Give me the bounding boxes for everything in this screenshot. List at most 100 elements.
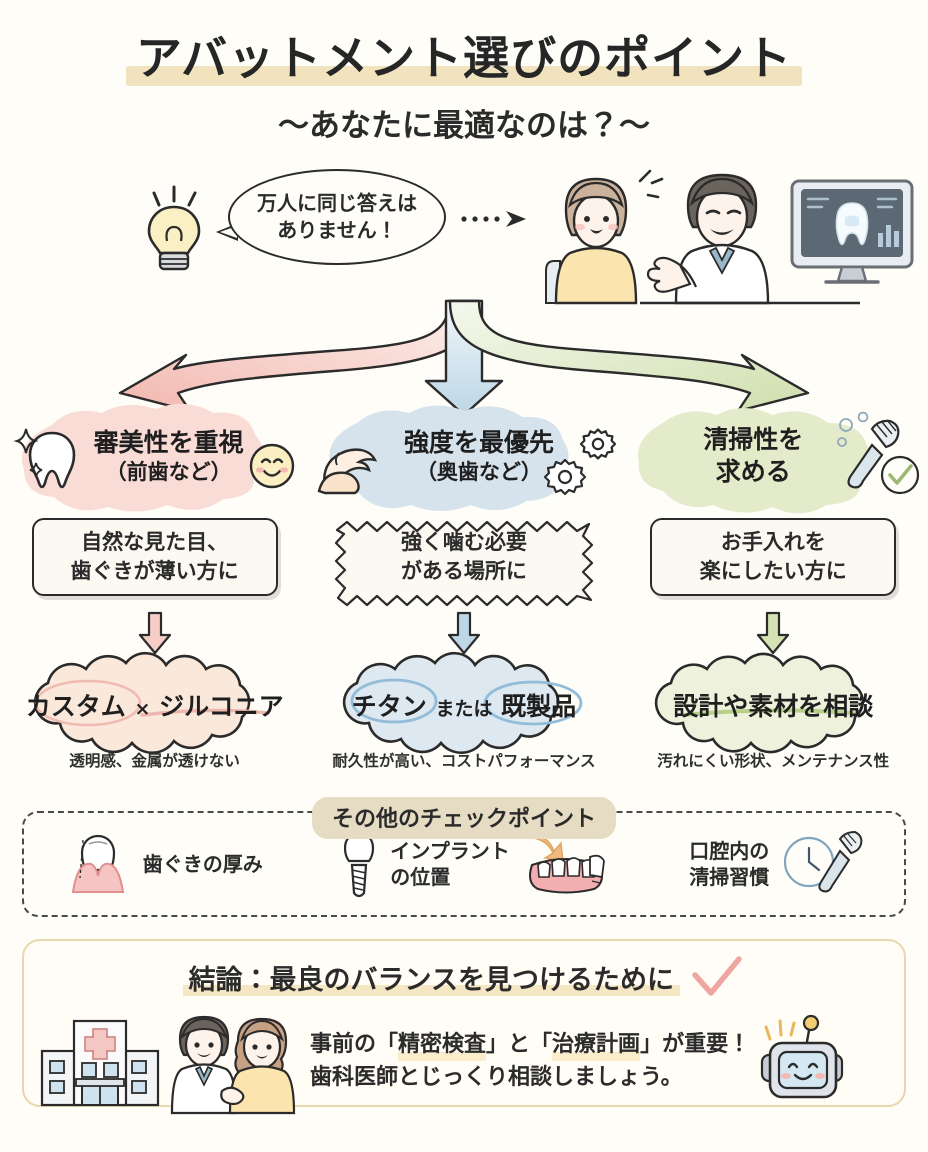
flexed-bicep-icon (315, 435, 381, 497)
cloud-shape (33, 651, 270, 754)
check-item-label: 歯ぐきの厚み (143, 851, 263, 877)
conclusion-title-row: 結論：最良のバランスを見つけるために (24, 955, 904, 1001)
check-item-implant-position[interactable]: インプラント の位置 (336, 827, 615, 901)
robot-mascot-icon (754, 1011, 850, 1111)
gum-thickness-icon (61, 828, 135, 900)
label-line-1: インプラント (390, 839, 510, 863)
speech-bubble: 万人に同じ答えは ありません！ (228, 169, 446, 265)
check-circle-icon (878, 453, 922, 497)
result-text-esthetic: カスタム × ジルコニア (0, 687, 309, 723)
category-title-strength: 強度を最優先 （奥歯など） (374, 427, 554, 486)
result-main: チタン (351, 692, 427, 721)
conclusion-line-1: 事前の「精密検査」と「治療計画」が重要！ (310, 1028, 750, 1061)
text-part-b: 」と「 (486, 1032, 553, 1057)
result-text-strength: チタン または 既製品 (309, 687, 618, 723)
category-title-cleanability: 清掃性を 求める (703, 424, 843, 488)
category-title-line-1: 清掃性を (703, 425, 804, 454)
category-title-line-2: （奥歯など） (415, 459, 542, 484)
check-item-gum-thickness[interactable]: 歯ぐきの厚み (61, 828, 263, 900)
desc-wrap-esthetic: 自然な見た目、 歯ぐきが薄い方に (0, 505, 309, 609)
tooth-icon (26, 427, 78, 489)
check-points-title: その他のチェックポイント (311, 797, 617, 839)
desc-box-cleanability: お手入れを 楽にしたい方に (650, 518, 897, 596)
desc-box-strength: 強く噛む必要 がある場所に (333, 518, 595, 607)
category-title-line-1: 強度を最優先 (403, 427, 554, 457)
smiley-face-icon (247, 441, 297, 491)
implant-position-icon (336, 827, 382, 901)
desc-line-2: 歯ぐきが薄い方に (70, 559, 239, 583)
pink-check-icon (689, 955, 745, 1001)
result-text-cleanability: 設計や素材を相談 (619, 687, 928, 723)
blob-background (637, 408, 872, 514)
conclusion-text: 事前の「精密検査」と「治療計画」が重要！ 歯科医師とじっくり相談しましょう。 (310, 1028, 750, 1094)
other-check-points-section: 歯ぐきの厚み インプラント の位置 (22, 797, 906, 917)
result-second: 既製品 (501, 692, 577, 721)
category-title-line-2: 求める (715, 457, 791, 486)
category-title-esthetic: 審美性を重視 （前歯など） (66, 427, 244, 486)
check-item-label: インプラント の位置 (390, 838, 509, 890)
blob-background (329, 405, 569, 511)
header: アバットメント選びのポイント 〜あなたに最適なのは？〜 (0, 0, 928, 145)
blob-background (21, 403, 263, 512)
down-arrow-cleanability (619, 609, 928, 657)
desc-line-1: 自然な見た目、 (81, 530, 229, 555)
cloud-shape (654, 652, 864, 754)
result-separator: または (435, 698, 493, 720)
conclusion-body: 事前の「精密検査」と「治療計画」が重要！ 歯科医師とじっくり相談しましょう。 (24, 1007, 904, 1115)
lightbulb-icon (140, 183, 212, 279)
page-title: アバットメント選びのポイント (125, 22, 803, 90)
dotted-arrow-icon (460, 209, 532, 229)
result-main: 設計や素材を相談 (673, 692, 874, 721)
text-part-a: 事前の「 (310, 1032, 399, 1057)
label-line-2: の位置 (390, 865, 451, 889)
category-header-esthetic: 審美性を重視 （前歯など） (0, 403, 309, 512)
cloud-shape (343, 651, 583, 754)
category-columns: 審美性を重視 （前歯など） 自然な見た目、 (0, 403, 928, 771)
desc-line-1: お手入れを (720, 530, 826, 555)
conclusion-line-2: 歯科医師とじっくり相談しましょう。 (310, 1065, 683, 1090)
branch-arrows (0, 299, 928, 417)
caption-strength: 耐久性が高い、コストパフォーマンス (332, 752, 596, 770)
down-arrow-strength (309, 609, 618, 657)
gear-icon (543, 457, 586, 497)
result-separator: × (134, 698, 151, 720)
highlight-inspection: 精密検査 (398, 1028, 487, 1061)
highlight-treatment-plan: 治療計画 (552, 1028, 641, 1061)
bubble-line-2: ありません！ (277, 218, 397, 242)
category-header-cleanability: 清掃性を 求める (619, 407, 928, 514)
page-subtitle: 〜あなたに最適なのは？〜 (278, 108, 650, 144)
bubble-line-1: 万人に同じ答えは (257, 191, 417, 215)
patient-and-dentist-illustration (540, 161, 928, 311)
desc-wrap-cleanability: お手入れを 楽にしたい方に (619, 505, 928, 609)
desc-box-esthetic: 自然な見た目、 歯ぐきが薄い方に (31, 518, 278, 596)
check-item-cleaning-habit[interactable]: 口腔内の 清掃習慣 (689, 826, 867, 902)
category-header-strength: 強度を最優先 （奥歯など） (309, 405, 618, 511)
caption-cleanability: 汚れにくい形状、メンテナンス性 (657, 752, 890, 770)
denture-arrow-icon (518, 829, 616, 899)
desc-text-strength: 強く噛む必要 がある場所に (401, 528, 527, 586)
result-second: ジルコニア (159, 692, 284, 721)
label-line-1: 歯ぐきの厚み (142, 852, 263, 876)
caption-esthetic: 透明感、金属が透けない (69, 752, 240, 770)
desc-line-2: がある場所に (400, 559, 527, 583)
hero-section: 万人に同じ答えは ありません！ (0, 161, 928, 311)
result-cloud-esthetic: カスタム × ジルコニア (0, 651, 309, 754)
label-line-2: 清掃習慣 (689, 865, 770, 889)
desc-line-1: 強く噛む必要 (400, 530, 527, 555)
check-item-label: 口腔内の 清掃習慣 (689, 838, 769, 890)
gear-icon (579, 427, 616, 461)
result-cloud-strength: チタン または 既製品 (309, 651, 618, 754)
desc-wrap-strength: 強く噛む必要 がある場所に (309, 505, 618, 609)
desc-line-2: 楽にしたい方に (699, 559, 847, 583)
column-cleanability: 清掃性を 求める (619, 407, 928, 771)
text-part-c: 」が重要！ (640, 1032, 751, 1057)
category-title-line-1: 審美性を重視 (93, 427, 244, 457)
conclusion-title: 結論：最良のバランスを見つけるために (182, 958, 681, 997)
conclusion-box: 結論：最良のバランスを見つけるために (22, 939, 906, 1115)
toothbrush-icon (834, 411, 906, 489)
hospital-building-icon (36, 1007, 164, 1115)
category-title-line-2: （前歯など） (105, 459, 232, 484)
arrow-left (118, 299, 480, 413)
clock-toothbrush-icon (777, 826, 867, 902)
